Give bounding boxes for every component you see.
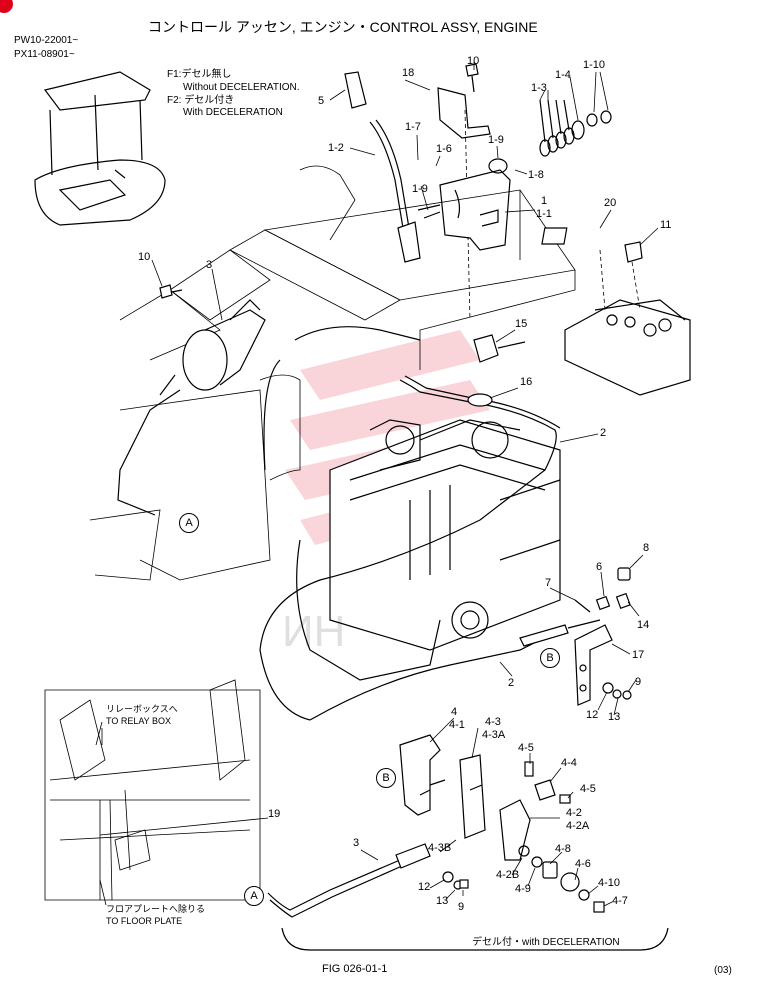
cab-frame-lower: [89, 374, 301, 581]
callout-1-4: 1-4: [555, 69, 571, 81]
callout-18: 18: [402, 67, 415, 79]
leader-lines: [151, 62, 659, 907]
callout-16: 16: [520, 376, 533, 388]
ref-mark-a-upper: A: [179, 513, 199, 533]
decel-caption: デセル付・with DECELERATION: [472, 937, 620, 948]
callout-9-lower: 9: [458, 901, 465, 913]
ref-mark-a-lower: A: [244, 886, 264, 906]
callout-1-9-top: 1-9: [488, 134, 504, 146]
clamp-15: [473, 334, 526, 363]
callout-19: 19: [268, 808, 281, 820]
inset-floor-jp: フロアプレートへ除りる: [106, 904, 206, 914]
note-f2-jp: F2: デセル付き: [167, 95, 235, 106]
callout-4-2B: 4-2B: [496, 869, 520, 881]
note-f1-jp: F1:デセル無し: [167, 69, 232, 80]
frame-arch: [263, 326, 421, 471]
callout-11: 11: [660, 219, 672, 231]
callout-1-2: 1-2: [328, 142, 344, 154]
note-f1-en: Without DECELERATION.: [183, 82, 300, 93]
callout-4-4: 4-4: [561, 757, 577, 769]
callout-3-top: 3: [206, 259, 213, 271]
ref-mark-b-lower: B: [376, 768, 396, 788]
callout-4-2A: 4-2A: [566, 820, 590, 832]
callout-4-5-right: 4-5: [580, 783, 596, 795]
callout-4-3: 4-3: [485, 716, 501, 728]
serial-range-1: PW10-22001~: [14, 35, 79, 46]
callout-4-2: 4-2: [566, 807, 582, 819]
control-panel: [541, 227, 691, 396]
ref-mark-b-right: B: [540, 648, 560, 668]
callout-1-7: 1-7: [405, 121, 421, 133]
inset-leaders: [95, 721, 269, 906]
callout-3-lower: 3: [353, 837, 360, 849]
callout-6: 6: [596, 561, 603, 573]
callout-4-8: 4-8: [555, 843, 571, 855]
callout-17: 17: [632, 649, 645, 661]
bracket-17: [574, 624, 632, 706]
callout-10-left: 10: [138, 251, 151, 263]
callout-4: 4: [451, 706, 458, 718]
callout-7: 7: [545, 577, 552, 589]
callout-4-3A: 4-3A: [482, 729, 506, 741]
inset-relay-jp: リレーボックスへ: [106, 704, 178, 714]
page-title: コントロール アッセン, エンジン・CONTROL ASSY, ENGINE: [148, 19, 538, 35]
callout-12-right: 12: [586, 709, 599, 721]
page-code: (03): [714, 965, 732, 976]
callout-1-3: 1-3: [531, 82, 547, 94]
throttle-cable: [259, 375, 561, 721]
callout-1-10: 1-10: [583, 59, 606, 71]
callout-10-top: 10: [467, 55, 480, 67]
callout-4-5-top: 4-5: [518, 742, 534, 754]
throttle-box: [117, 299, 266, 516]
callout-1: 1: [541, 195, 548, 207]
callout-4-10: 4-10: [598, 877, 621, 889]
figure-id: FIG 026-01-1: [322, 963, 388, 975]
inset-relay-en: TO RELAY BOX: [106, 716, 172, 726]
callout-20: 20: [604, 197, 617, 209]
decel-bracket-4: [399, 734, 605, 913]
inset-floor-en: TO FLOOR PLATE: [106, 916, 183, 926]
callout-13-lower: 13: [436, 895, 449, 907]
callout-1-8: 1-8: [528, 169, 544, 181]
callout-2-lower: 2: [508, 677, 515, 689]
bolt-10: [159, 63, 479, 299]
lower-cable-3: [267, 843, 469, 918]
cab-sketch: [34, 71, 166, 226]
control-lever: [344, 71, 421, 263]
callout-4-3B: 4-3B: [428, 842, 452, 854]
callout-14: 14: [637, 619, 650, 631]
upper-frame: [119, 165, 576, 370]
callout-9-right: 9: [635, 676, 642, 688]
callout-12-lower: 12: [418, 881, 431, 893]
callout-4-9: 4-9: [515, 883, 531, 895]
serial-range-2: PX11-08901~: [14, 49, 75, 60]
callout-1-6: 1-6: [436, 143, 452, 155]
engine-block: [296, 419, 561, 681]
callout-4-1: 4-1: [449, 719, 465, 731]
callout-15: 15: [515, 318, 528, 330]
callout-4-6: 4-6: [575, 858, 591, 870]
callout-1-9-mid: 1-9: [412, 183, 428, 195]
note-f2-en: With DECELERATION: [183, 107, 283, 118]
callout-4-7: 4-7: [612, 895, 628, 907]
decel-caption-bracket: [281, 927, 669, 951]
watermark-text: ИН: [282, 607, 346, 656]
callout-1-1: 1-1: [536, 208, 552, 220]
callout-2-upper: 2: [600, 427, 607, 439]
callout-13-right: 13: [608, 711, 621, 723]
callout-8: 8: [643, 542, 650, 554]
cable-end-2: [519, 619, 601, 647]
pins-6-7-8-14: [574, 567, 631, 613]
callout-5: 5: [318, 95, 325, 107]
washer-stack: [539, 99, 612, 157]
brand-mark: [0, 0, 13, 13]
bracket-1: [417, 158, 511, 251]
